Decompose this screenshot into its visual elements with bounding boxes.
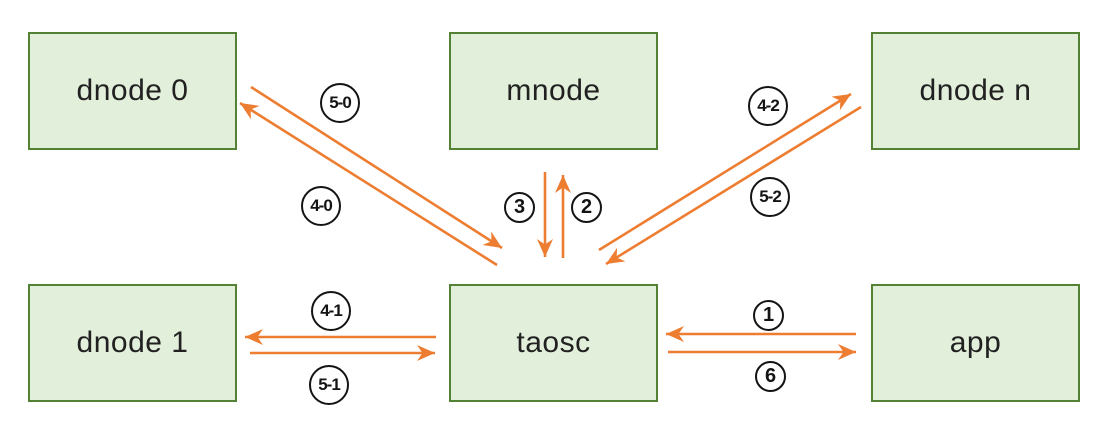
node-dnode0-label: dnode 0 (76, 74, 189, 107)
arrow-dnoden-to-taosc (605, 105, 862, 266)
edge-label-5-1-text: 5-1 (318, 375, 341, 394)
edge-label-6-text: 6 (764, 365, 777, 387)
node-taosc-label: taosc (516, 326, 591, 359)
node-dnoden: dnode n (871, 32, 1080, 150)
node-mnode: mnode (449, 32, 658, 150)
arrow-taosc-to-dnode0 (239, 101, 498, 267)
edge-label-5-1: 5-1 (309, 365, 349, 405)
edge-label-2: 2 (571, 192, 602, 223)
edge-label-5-2-text: 5-2 (759, 187, 782, 206)
edge-label-1-text: 1 (762, 304, 775, 326)
node-app: app (871, 284, 1080, 402)
edge-label-5-0: 5-0 (320, 83, 360, 123)
edge-label-4-2-text: 4-2 (757, 96, 780, 115)
node-dnode1-label: dnode 1 (76, 326, 189, 359)
edge-label-2-text: 2 (580, 196, 593, 218)
edge-label-4-1: 4-1 (311, 291, 351, 331)
node-taosc: taosc (449, 284, 658, 402)
node-dnoden-label: dnode n (919, 74, 1032, 107)
edge-label-4-0-text: 4-0 (310, 196, 333, 215)
node-dnode1: dnode 1 (28, 284, 237, 402)
arrow-taosc-to-dnoden (598, 92, 852, 252)
edge-label-6: 6 (755, 361, 786, 392)
arrow-dnode0-to-taosc (250, 85, 503, 250)
node-mnode-label: mnode (506, 74, 601, 107)
node-app-label: app (949, 326, 1002, 359)
node-dnode0: dnode 0 (28, 32, 237, 150)
edge-label-3-text: 3 (513, 196, 526, 218)
edge-label-5-0-text: 5-0 (329, 93, 352, 112)
edge-label-1: 1 (753, 300, 784, 331)
edge-label-4-0: 4-0 (301, 186, 341, 226)
edge-label-4-2: 4-2 (748, 86, 788, 126)
edge-label-3: 3 (504, 192, 535, 223)
edge-label-5-2: 5-2 (750, 177, 790, 217)
edge-label-4-1-text: 4-1 (320, 301, 343, 320)
